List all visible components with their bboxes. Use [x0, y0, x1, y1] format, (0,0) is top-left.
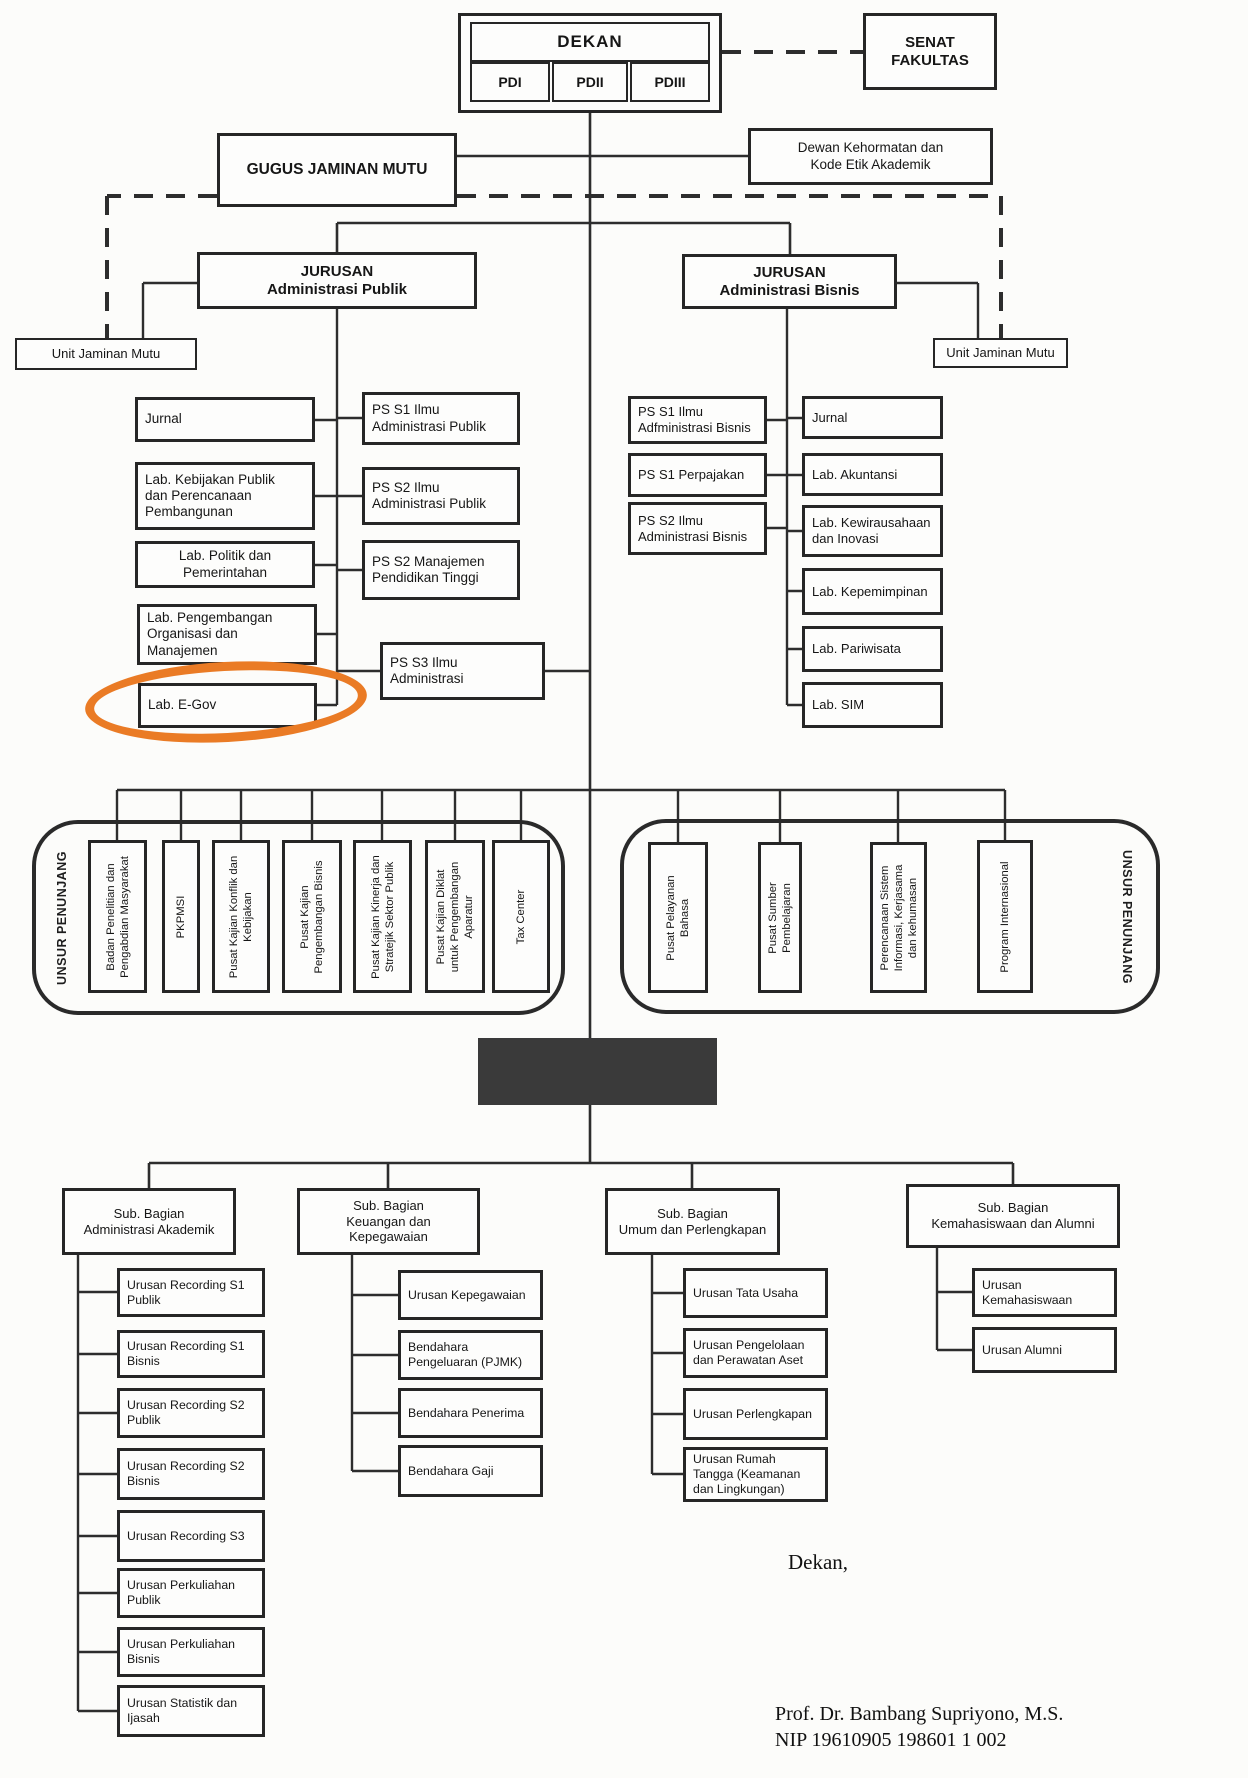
tax-center-box: Tax Center	[492, 840, 550, 993]
ps-s2-manajemen-box: PS S2 Manajemen Pendidikan Tinggi	[362, 540, 520, 600]
pusat-kinerja-box: Pusat Kajian Kinerja dan Stratejik Sekto…	[353, 840, 412, 993]
pusat-diklat-box: Pusat Kajian Diklat untuk Pengembangan A…	[425, 840, 485, 993]
pd2-box: PDII	[552, 62, 628, 102]
unit-jaminan-mutu-left-box: Unit Jaminan Mutu	[15, 338, 197, 370]
signature-name: Prof. Dr. Bambang Supriyono, M.S.	[775, 1703, 1064, 1725]
unsur-penunjang-left-group	[32, 820, 565, 1015]
gugus-jaminan-mutu-box: GUGUS JAMINAN MUTU	[217, 133, 457, 207]
jurnal-publik-box: Jurnal	[135, 397, 315, 442]
urusan-rumah-tangga-box: Urusan Rumah Tangga (Keamanan dan Lingku…	[683, 1447, 828, 1502]
redacted-black-box	[478, 1038, 717, 1105]
urusan-perlengkapan-box: Urusan Perlengkapan	[683, 1388, 828, 1440]
pusat-diklat-text: Pusat Kajian Diklat untuk Pengembangan A…	[434, 861, 476, 972]
urusan-alumni-box: Urusan Alumni	[972, 1327, 1117, 1373]
sub-bagian-akademik-box: Sub. Bagian Administrasi Akademik	[62, 1188, 236, 1255]
badan-penelitian-box: Badan Penelitian dan Pengabdian Masyarak…	[88, 840, 147, 993]
urusan-recording-s1-bisnis-box: Urusan Recording S1 Bisnis	[117, 1330, 265, 1378]
unsur-penunjang-right-label: UNSUR PENUNJANG	[1098, 819, 1156, 1014]
pd3-box: PDIII	[630, 62, 710, 102]
unit-jaminan-elbows	[141, 281, 980, 338]
urusan-perkuliahan-publik-box: Urusan Perkuliahan Publik	[117, 1568, 265, 1618]
sub-bagian-kemahasiswaan-box: Sub. Bagian Kemahasiswaan dan Alumni	[906, 1184, 1120, 1248]
pusat-kinerja-text: Pusat Kajian Kinerja dan Stratejik Sekto…	[369, 854, 396, 979]
urusan-tata-usaha-box: Urusan Tata Usaha	[683, 1268, 828, 1318]
unsur-penunjang-left-label-text: UNSUR PENUNJANG	[55, 850, 69, 985]
urusan-statistik-box: Urusan Statistik dan Ijasah	[117, 1685, 265, 1737]
urusan-recording-s1-publik-box: Urusan Recording S1 Publik	[117, 1268, 265, 1317]
signature-nip: NIP 19610905 198601 1 002	[775, 1729, 1007, 1751]
pusat-pengembangan-bisnis-box: Pusat Kajian Pengembangan Bisnis	[282, 840, 342, 993]
bendahara-pengeluaran-box: Bendahara Pengeluaran (PJMK)	[398, 1330, 543, 1380]
lab-kepemimpinan-box: Lab. Kepemimpinan	[802, 568, 943, 615]
bendahara-gaji-box: Bendahara Gaji	[398, 1445, 543, 1497]
perencanaan-sistem-box: Perencanaan Sistem Informasi, Kerjasama …	[870, 842, 927, 993]
pd1-box: PDI	[470, 62, 550, 102]
unsur-penunjang-right-label-text: UNSUR PENUNJANG	[1120, 849, 1134, 984]
jurusan-bisnis-box: JURUSAN Administrasi Bisnis	[682, 254, 897, 309]
keuangan-column-lines	[350, 1255, 398, 1473]
pusat-konflik-text: Pusat Kajian Konflik dan Kebijakan	[227, 855, 254, 978]
dashed-connectors	[105, 50, 1003, 338]
bendahara-penerima-box: Bendahara Penerima	[398, 1388, 543, 1438]
subbagian-distributor-lines	[147, 1161, 1015, 1188]
badan-penelitian-text: Badan Penelitian dan Pengabdian Masyarak…	[104, 855, 131, 978]
urusan-pengelolaan-aset-box: Urusan Pengelolaan dan Perawatan Aset	[683, 1328, 828, 1378]
pusat-bahasa-text: Pusat Pelayanan Bahasa	[664, 874, 691, 961]
urusan-kepegawaian-box: Urusan Kepegawaian	[398, 1270, 543, 1320]
urusan-recording-s3-box: Urusan Recording S3	[117, 1510, 265, 1562]
urusan-recording-s2-bisnis-box: Urusan Recording S2 Bisnis	[117, 1448, 265, 1500]
lab-akuntansi-box: Lab. Akuntansi	[802, 453, 943, 496]
penunjang-distributor-lines	[115, 788, 1007, 842]
pusat-konflik-box: Pusat Kajian Konflik dan Kebijakan	[212, 840, 270, 993]
pusat-pengembangan-bisnis-text: Pusat Kajian Pengembangan Bisnis	[298, 859, 325, 974]
jurusan-publik-box: JURUSAN Administrasi Publik	[197, 252, 477, 309]
ps-s2-publik-box: PS S2 Ilmu Administrasi Publik	[362, 467, 520, 525]
sub-bagian-umum-box: Sub. Bagian Umum dan Perlengkapan	[605, 1188, 780, 1255]
tax-center-text: Tax Center	[514, 889, 527, 944]
dekan-box: DEKAN	[470, 22, 710, 62]
lab-kebijakan-box: Lab. Kebijakan Publik dan Perencanaan Pe…	[135, 462, 315, 530]
umum-column-lines	[650, 1255, 683, 1476]
unit-jaminan-mutu-right-box: Unit Jaminan Mutu	[933, 338, 1068, 368]
jurusan-split-link	[335, 221, 792, 254]
dewan-kehormatan-box: Dewan Kehormatan dan Kode Etik Akademik	[748, 128, 993, 185]
pkpmsi-text: PKPMSI	[174, 895, 187, 938]
bisnis-branch-lines	[767, 309, 802, 707]
pusat-sumber-box: Pusat Sumber Pembelajaran	[758, 842, 802, 993]
lab-sim-box: Lab. SIM	[802, 682, 943, 728]
sub-bagian-keuangan-box: Sub. Bagian Keuangan dan Kepegawaian	[297, 1188, 480, 1255]
urusan-perkuliahan-bisnis-box: Urusan Perkuliahan Bisnis	[117, 1627, 265, 1677]
pusat-sumber-text: Pusat Sumber Pembelajaran	[766, 881, 793, 954]
ps-s1-bisnis-box: PS S1 Ilmu Adfministrasi Bisnis	[628, 396, 767, 444]
unsur-penunjang-right-group	[620, 819, 1160, 1014]
unsur-penunjang-left-label: UNSUR PENUNJANG	[34, 820, 90, 1015]
ps-s2-bisnis-box: PS S2 Ilmu Administrasi Bisnis	[628, 502, 767, 555]
ps-s1-perpajakan-box: PS S1 Perpajakan	[628, 453, 767, 497]
ps-s1-publik-box: PS S1 Ilmu Administrasi Publik	[362, 392, 520, 445]
program-internasional-box: Program Internasional	[977, 840, 1033, 993]
lab-kewirausahaan-box: Lab. Kewirausahaan dan Inovasi	[802, 505, 943, 557]
kemahasiswaan-column-lines	[935, 1248, 972, 1352]
program-internasional-text: Program Internasional	[998, 860, 1011, 973]
pkpmsi-box: PKPMSI	[162, 840, 200, 993]
lab-pariwisata-box: Lab. Pariwisata	[802, 626, 943, 672]
perencanaan-sistem-text: Perencanaan Sistem Informasi, Kerjasama …	[878, 864, 919, 971]
senat-fakultas-box: SENAT FAKULTAS	[863, 13, 997, 90]
dekan-salutation: Dekan,	[788, 1550, 849, 1574]
lab-egov-box: Lab. E-Gov	[138, 683, 317, 728]
ps-s3-box: PS S3 Ilmu Administrasi	[380, 642, 545, 700]
urusan-kemahasiswaan-box: Urusan Kemahasiswaan	[972, 1268, 1117, 1317]
publik-branch-lines	[315, 309, 590, 707]
lab-pengembangan-box: Lab. Pengembangan Organisasi dan Manajem…	[137, 604, 317, 665]
jurnal-bisnis-box: Jurnal	[802, 396, 943, 439]
akademik-column-lines	[76, 1255, 117, 1713]
pusat-bahasa-box: Pusat Pelayanan Bahasa	[648, 842, 708, 993]
urusan-recording-s2-publik-box: Urusan Recording S2 Publik	[117, 1388, 265, 1438]
lab-politik-box: Lab. Politik dan Pemerintahan	[135, 541, 315, 588]
